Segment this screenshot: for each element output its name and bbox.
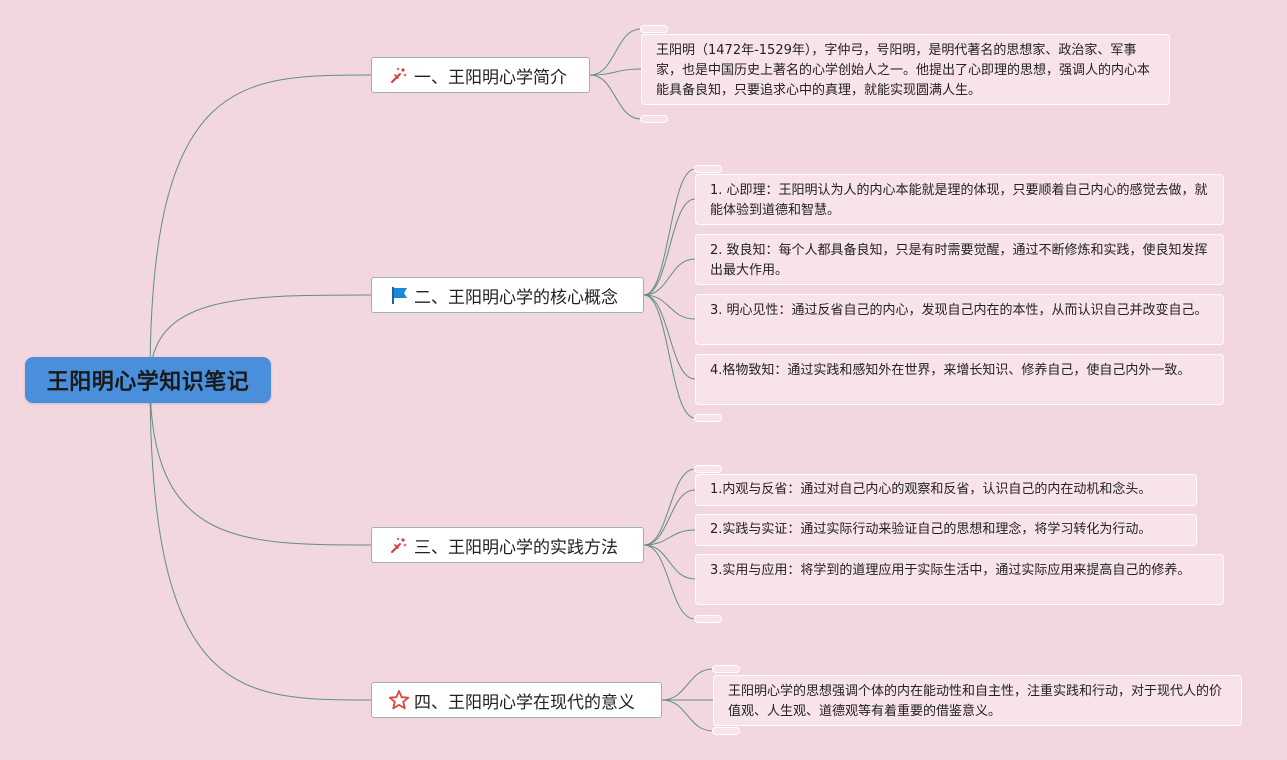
note-stub — [712, 665, 740, 673]
note-stub — [694, 165, 722, 173]
connector-line — [643, 294, 696, 380]
note-text: 2.实践与实证：通过实际行动来验证自己的思想和理念，将学习转化为行动。 — [710, 522, 1152, 537]
note-practice-2[interactable]: 2.实践与实证：通过实际行动来验证自己的思想和理念，将学习转化为行动。 — [695, 514, 1197, 546]
note-concept-2[interactable]: 2. 致良知：每个人都具备良知，只是有时需要觉醒，通过不断修炼和实践，使良知发挥… — [695, 234, 1224, 285]
branch-modern-significance[interactable]: 四、王阳明心学在现代的意义 — [371, 682, 662, 718]
branch-label: 三、王阳明心学的实践方法 — [414, 537, 618, 558]
note-text: 3. 明心见性：通过反省自己的内心，发现自己内在的本性，从而认识自己并改变自己。 — [710, 303, 1208, 318]
note-modern[interactable]: 王阳明心学的思想强调个体的内在能动性和自主性，注重实践和行动，对于现代人的价值观… — [713, 675, 1242, 726]
note-text: 4.格物致知：通过实践和感知外在世界，来增长知识、修养自己，使自己内外一致。 — [710, 363, 1191, 378]
root-topic[interactable]: 王阳明心学知识笔记 — [25, 357, 271, 403]
note-stub — [712, 727, 740, 735]
note-stub — [694, 615, 722, 623]
note-stub — [640, 25, 668, 33]
connector-line — [643, 294, 696, 320]
connector-line — [643, 489, 696, 546]
party-popper-icon — [388, 534, 410, 556]
note-intro[interactable]: 王阳明（1472年-1529年），字仲弓，号阳明，是明代著名的思想家、政治家、军… — [641, 34, 1170, 105]
note-text: 1.内观与反省：通过对自己内心的观察和反省，认识自己的内在动机和念头。 — [710, 482, 1152, 497]
branch-core-concepts[interactable]: 二、王阳明心学的核心概念 — [371, 277, 644, 313]
branch-label: 一、王阳明心学简介 — [414, 67, 567, 88]
note-text: 3.实用与应用：将学到的道理应用于实际生活中，通过实际应用来提高自己的修养。 — [710, 563, 1191, 578]
branch-label: 四、王阳明心学在现代的意义 — [414, 692, 635, 713]
branch-label: 二、王阳明心学的核心概念 — [414, 287, 618, 308]
branch-practice-methods[interactable]: 三、王阳明心学的实践方法 — [371, 527, 644, 563]
connector-line — [589, 74, 642, 120]
flag-icon — [388, 284, 410, 306]
connector-line — [643, 168, 696, 296]
note-text: 王阳明（1472年-1529年），字仲弓，号阳明，是明代著名的思想家、政治家、军… — [656, 43, 1151, 98]
note-text: 2. 致良知：每个人都具备良知，只是有时需要觉醒，通过不断修炼和实践，使良知发挥… — [710, 243, 1208, 278]
connector-line — [661, 668, 714, 701]
note-concept-1[interactable]: 1. 心即理：王阳明认为人的内心本能就是理的体现，只要顺着自己内心的感觉去做，就… — [695, 174, 1224, 225]
connector-line — [589, 68, 642, 76]
star-icon — [388, 689, 410, 711]
note-stub — [640, 115, 668, 123]
note-practice-3[interactable]: 3.实用与应用：将学到的道理应用于实际生活中，通过实际应用来提高自己的修养。 — [695, 554, 1224, 605]
root-connector — [149, 294, 372, 381]
connector-line — [643, 529, 696, 546]
branch-intro[interactable]: 一、王阳明心学简介 — [371, 57, 590, 93]
note-stub — [694, 414, 722, 422]
connector-line — [643, 544, 696, 580]
note-concept-3[interactable]: 3. 明心见性：通过反省自己的内心，发现自己内在的本性，从而认识自己并改变自己。 — [695, 294, 1224, 345]
note-practice-1[interactable]: 1.内观与反省：通过对自己内心的观察和反省，认识自己的内在动机和念头。 — [695, 474, 1197, 506]
note-stub — [694, 465, 722, 473]
note-text: 王阳明心学的思想强调个体的内在能动性和自主性，注重实践和行动，对于现代人的价值观… — [728, 684, 1223, 719]
connector-line — [589, 28, 642, 76]
connector-line — [643, 198, 696, 296]
connector-line — [643, 468, 696, 546]
party-popper-icon — [388, 64, 410, 86]
root-connector — [149, 74, 372, 381]
connector-line — [643, 258, 696, 296]
note-concept-4[interactable]: 4.格物致知：通过实践和感知外在世界，来增长知识、修养自己，使自己内外一致。 — [695, 354, 1224, 405]
connector-line — [643, 544, 696, 620]
root-connector — [149, 379, 372, 546]
connector-line — [661, 699, 714, 732]
root-connector — [149, 379, 372, 701]
note-text: 1. 心即理：王阳明认为人的内心本能就是理的体现，只要顺着自己内心的感觉去做，就… — [710, 183, 1208, 218]
connector-line — [643, 294, 696, 419]
